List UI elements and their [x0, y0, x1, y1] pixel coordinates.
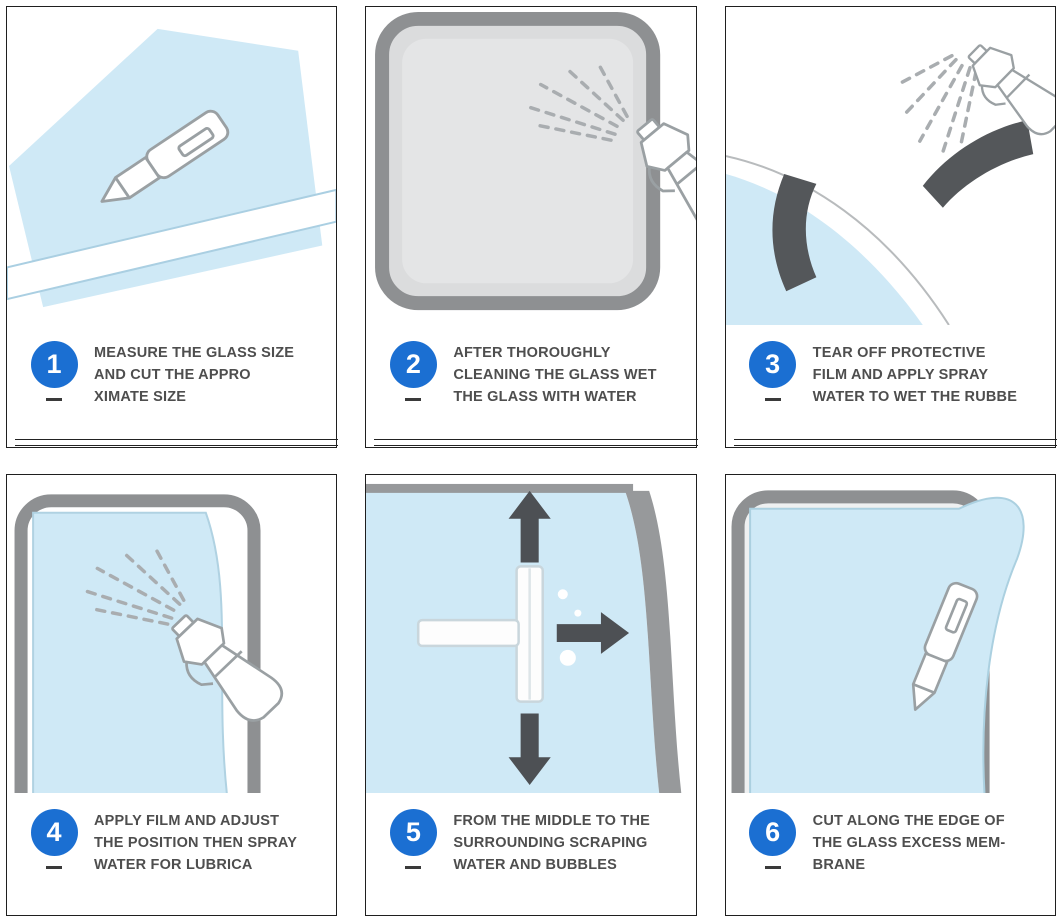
- step-text-line: WATER FOR LUBRICA: [94, 857, 253, 874]
- step-number: 2: [389, 341, 437, 388]
- step-text: AFTER THOROUGHLY CLEANING THE GLASS WET …: [453, 341, 656, 408]
- step6-art: [731, 490, 1025, 793]
- step-text: CUT ALONG THE EDGE OF THE GLASS EXCESS M…: [813, 809, 1006, 876]
- step-number: 1: [30, 341, 78, 388]
- step-text-line: WATER TO WET THE RUBBE: [812, 389, 1018, 406]
- step-text-line: CUT ALONG THE EDGE OF: [812, 813, 1005, 829]
- step-caption: 3 TEAR OFF PROTECTIVE FILM AND APPLY SPR…: [726, 325, 1055, 408]
- step-number: 6: [749, 809, 797, 856]
- step-text-line: BRANE: [812, 857, 866, 874]
- glass-edge-band: [625, 490, 682, 793]
- step-number: 3: [749, 341, 797, 388]
- illustration-measure-and-cut: [7, 7, 337, 325]
- step5-art: [366, 483, 682, 793]
- step3-art: [725, 32, 1055, 325]
- step-underline: [46, 398, 62, 401]
- cut-film-strip: [7, 188, 337, 301]
- step-caption: 1 MEASURE THE GLASS SIZE AND CUT THE APP…: [7, 325, 336, 408]
- step4-art: [14, 494, 290, 793]
- step-text: TEAR OFF PROTECTIVE FILM AND APPLY SPRAY…: [813, 341, 1017, 408]
- film-edge: [725, 155, 950, 325]
- illustration-apply-film: [7, 475, 336, 793]
- step-number-badge: 4: [27, 809, 81, 869]
- step-underline: [764, 398, 781, 401]
- step-caption: 4 APPLY FILM AND ADJUST THE POSITION THE…: [7, 793, 336, 876]
- step-text-line: WATER AND BUBBLES: [453, 857, 618, 874]
- step-number: 5: [389, 809, 437, 856]
- step-underline: [405, 866, 422, 869]
- glass-top-edge: [366, 483, 634, 493]
- step-panel-6: 6 CUT ALONG THE EDGE OF THE GLASS EXCESS…: [724, 474, 1056, 916]
- step-text-line: XIMATE SIZE: [94, 389, 187, 406]
- step-underline: [405, 398, 422, 401]
- squeegee-icon: [417, 565, 545, 703]
- illustration-tear-film: [725, 7, 1055, 325]
- illustration-squeegee: [366, 475, 695, 793]
- step-underline: [764, 866, 781, 869]
- step-panel-3: 3 TEAR OFF PROTECTIVE FILM AND APPLY SPR…: [724, 6, 1058, 448]
- step-text-line: AND CUT THE APPRO: [94, 367, 251, 384]
- protective-film-piece-right: [922, 120, 1033, 208]
- step-text-line: THE GLASS EXCESS MEM-: [812, 835, 1006, 852]
- protective-film-piece-left: [772, 173, 817, 292]
- step-panel-4: 4 APPLY FILM AND ADJUST THE POSITION THE…: [6, 474, 338, 916]
- step-text-line: FROM THE MIDDLE TO THE: [453, 813, 650, 829]
- film-sheet-peeling: [748, 496, 1025, 793]
- step-caption: 5 FROM THE MIDDLE TO THE SURROUNDING SCR…: [366, 793, 695, 876]
- illustration-cut-excess: [726, 475, 1055, 793]
- step-text: MEASURE THE GLASS SIZE AND CUT THE APPRO…: [94, 341, 294, 408]
- step-number-badge: 3: [746, 341, 800, 401]
- step2-art: [375, 11, 696, 311]
- illustration-wet-glass: [366, 7, 696, 325]
- step-text-line: SURROUNDING SCRAPING: [453, 835, 648, 852]
- step-number-badge: 5: [386, 809, 440, 869]
- bubble: [574, 609, 582, 617]
- step-text-line: CLEANING THE GLASS WET: [453, 367, 657, 384]
- step-number-badge: 6: [746, 809, 800, 869]
- spray-mist-icon: [897, 53, 978, 157]
- step-text-line: MEASURE THE GLASS SIZE: [94, 345, 295, 361]
- step-panel-2: 2 AFTER THOROUGHLY CLEANING THE GLASS WE…: [365, 6, 698, 448]
- step-caption: 2 AFTER THOROUGHLY CLEANING THE GLASS WE…: [366, 325, 695, 408]
- step-text-line: FILM AND APPLY SPRAY: [812, 367, 989, 384]
- step-panel-1: 1 MEASURE THE GLASS SIZE AND CUT THE APP…: [6, 6, 339, 448]
- step-number-badge: 1: [27, 341, 81, 401]
- step-panel-5: 5 FROM THE MIDDLE TO THE SURROUNDING SCR…: [365, 474, 697, 916]
- step-text-line: TEAR OFF PROTECTIVE: [812, 345, 986, 361]
- step1-art: [7, 28, 337, 308]
- bubble: [560, 649, 577, 666]
- step-caption: 6 CUT ALONG THE EDGE OF THE GLASS EXCESS…: [726, 793, 1055, 876]
- step-number: 4: [30, 809, 78, 856]
- step-text-line: THE GLASS WITH WATER: [453, 389, 637, 406]
- step-text: FROM THE MIDDLE TO THE SURROUNDING SCRAP…: [453, 809, 650, 876]
- step-number-badge: 2: [386, 341, 440, 401]
- step-text: APPLY FILM AND ADJUST THE POSITION THEN …: [94, 809, 297, 876]
- step-text-line: APPLY FILM AND ADJUST: [94, 813, 280, 829]
- glass-surface: [402, 38, 634, 284]
- step-underline: [46, 866, 62, 869]
- bubble: [558, 589, 569, 600]
- step-text-line: AFTER THOROUGHLY: [453, 345, 611, 361]
- step-text-line: THE POSITION THEN SPRAY: [94, 835, 298, 852]
